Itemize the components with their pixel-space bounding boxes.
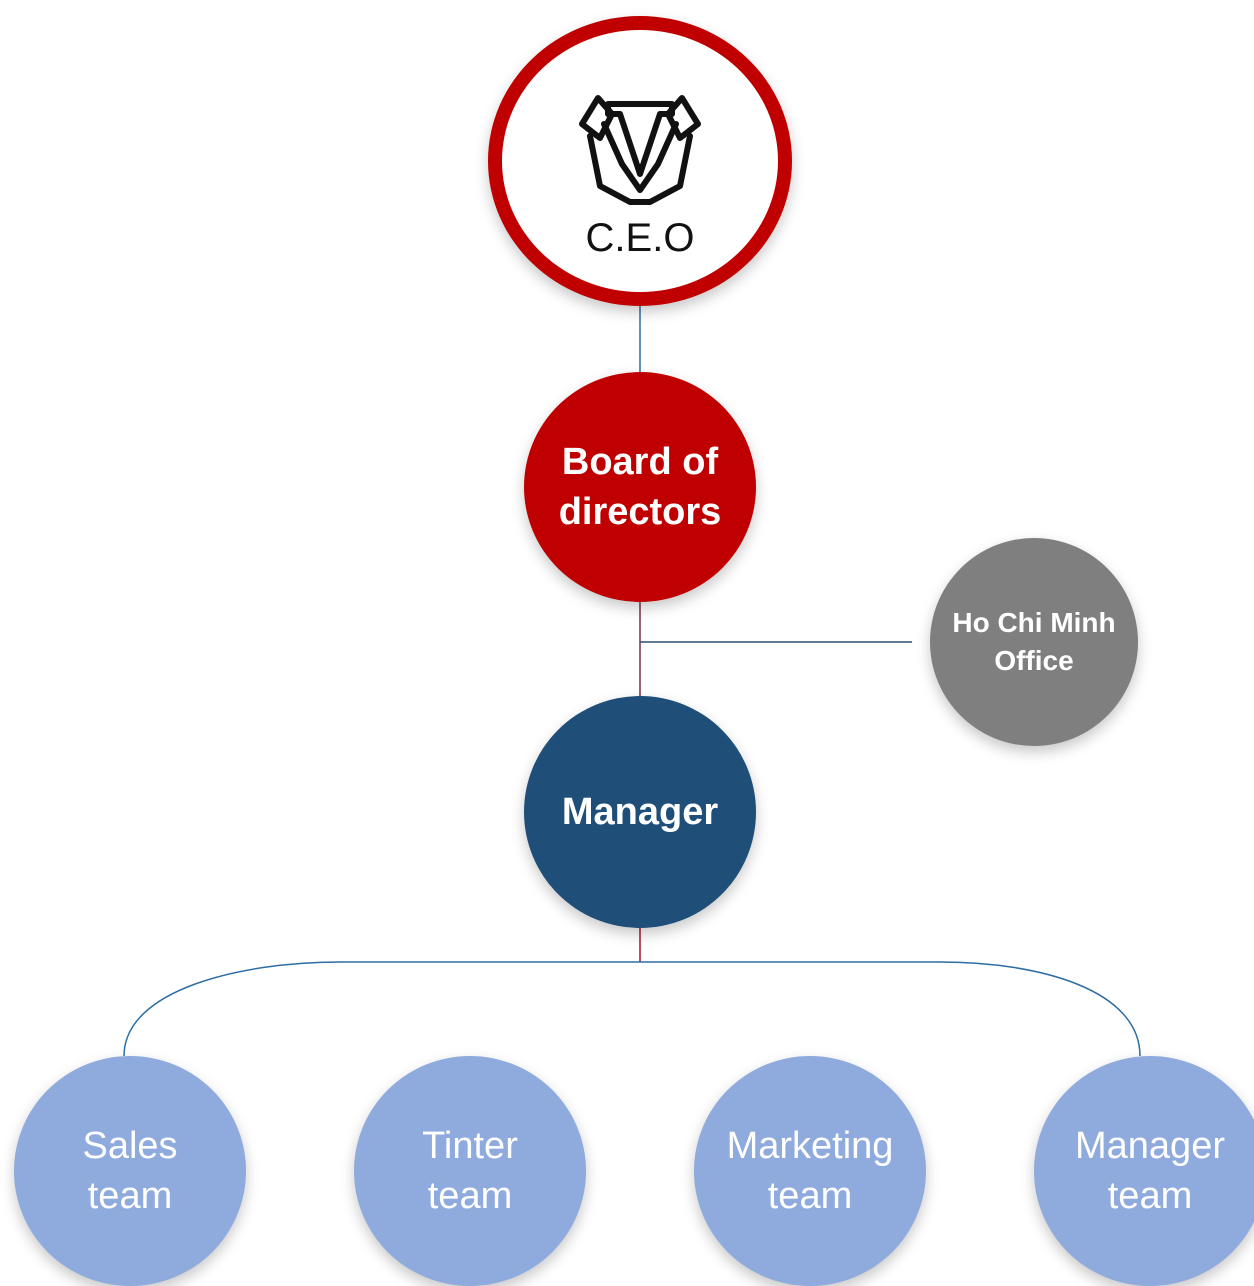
teams-arc-connector (123, 961, 1141, 1057)
suit-tie-icon (579, 95, 701, 205)
marketing-team-node: Marketing team (694, 1056, 926, 1286)
manager-node: Manager (524, 696, 756, 928)
team-label: Sales team (82, 1125, 178, 1217)
manager-label: Manager (561, 790, 719, 833)
manager-team-node: Manager team (1034, 1056, 1254, 1286)
sales-team-node: Sales team (14, 1056, 246, 1286)
tinter-team-node: Tinter team (354, 1056, 586, 1286)
board-of-directors-node: Board of directors (524, 372, 756, 602)
team-label: Marketing team (726, 1125, 894, 1217)
ho-chi-minh-office-node: Ho Chi Minh Office (930, 538, 1138, 746)
ceo-label: C.E.O (585, 216, 695, 260)
team-label: Manager team (1075, 1125, 1225, 1217)
office-label: Ho Chi Minh Office (952, 607, 1116, 676)
ceo-node: C.E.O (488, 16, 792, 306)
team-label: Tinter team (422, 1125, 518, 1217)
board-label: Board of directors (558, 441, 722, 533)
